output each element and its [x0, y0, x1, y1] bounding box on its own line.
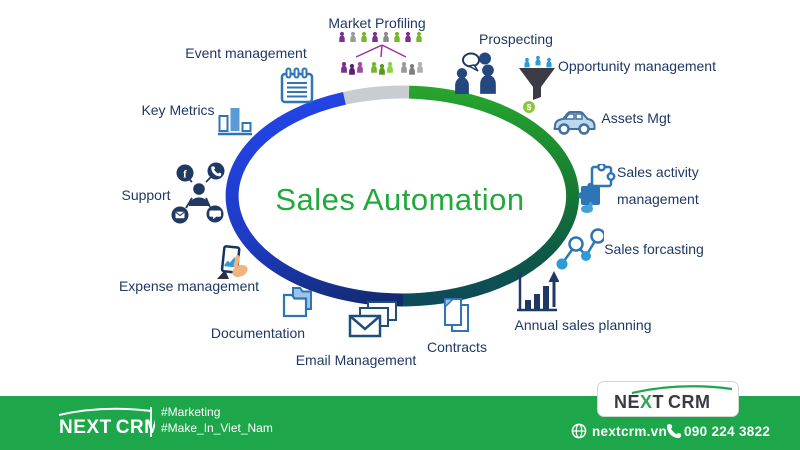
- footer-hashtags: #Marketing #Make_In_Viet_Nam: [161, 405, 273, 436]
- phone-icon: [667, 424, 681, 438]
- funnel-icon: $: [519, 56, 555, 113]
- label-event-management: Event management: [185, 45, 307, 61]
- label-support: Support: [121, 187, 171, 203]
- bar-chart-icon: [218, 108, 252, 136]
- support-channels-icon: f: [171, 162, 225, 224]
- ring-gray-arc: [343, 85, 410, 105]
- footer-website: nextcrm.vn: [592, 424, 668, 439]
- label-documentation: Documentation: [210, 325, 306, 341]
- label-email-management: Email Management: [295, 352, 417, 368]
- globe-icon: [571, 423, 587, 439]
- audience-segmentation-icon: [339, 31, 423, 75]
- label-expense-management: Expense management: [118, 278, 260, 294]
- footer-divider: [150, 407, 152, 437]
- ring-blue-arc: [225, 91, 404, 307]
- folders-icon: [282, 287, 312, 318]
- label-key-metrics: Key Metrics: [141, 102, 215, 118]
- label-market-profiling: Market Profiling: [328, 15, 426, 31]
- connected-nodes-icon: [556, 228, 604, 270]
- label-assets-mgt: Assets Mgt: [601, 110, 671, 126]
- people-chat-icon: [455, 52, 496, 94]
- logo-swoosh: [58, 407, 152, 416]
- logo-swoosh-green: [631, 385, 733, 395]
- label-prospecting: Prospecting: [479, 31, 553, 47]
- hashtag-marketing: #Marketing: [161, 405, 221, 419]
- hashtag-make-in-viet-nam: #Make_In_Viet_Nam: [161, 420, 273, 435]
- label-annual-sales-planning: Annual sales planning: [514, 317, 652, 333]
- calendar-icon: [280, 67, 314, 104]
- car-icon: [553, 111, 596, 135]
- label-contracts: Contracts: [427, 339, 487, 355]
- svg-text:$: $: [527, 102, 532, 112]
- puzzle-icon: [577, 164, 616, 213]
- label-sales-activity-management: Sales activity management: [617, 164, 699, 207]
- envelopes-icon: [348, 301, 397, 338]
- page-title: Sales Automation: [275, 182, 525, 217]
- label-sales-forecasting: Sales forcasting: [604, 241, 704, 257]
- svg-text:f: f: [183, 169, 187, 181]
- growth-chart-icon: [517, 271, 559, 312]
- label-opportunity-management: Opportunity management: [558, 58, 716, 74]
- hand-tablet-icon: [217, 245, 248, 279]
- documents-icon: [444, 298, 469, 332]
- ring-green-arc: [402, 85, 580, 307]
- footer-phone: 090 224 3822: [684, 424, 771, 439]
